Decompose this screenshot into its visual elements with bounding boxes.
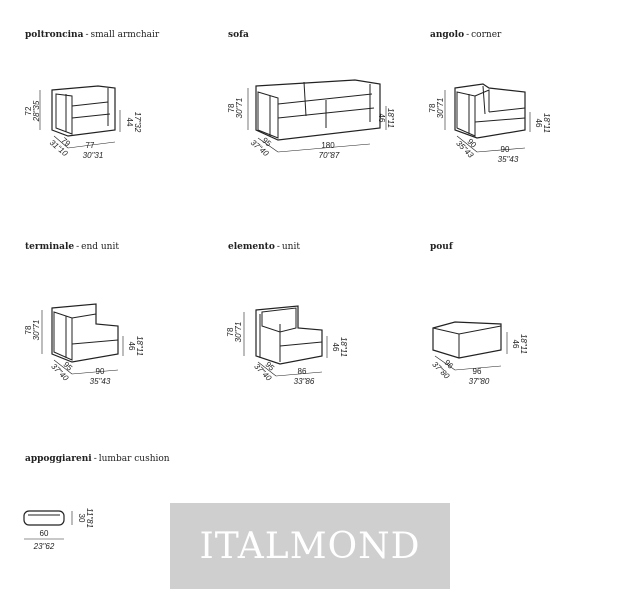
dim-seat-in: 18"11 [339, 337, 348, 357]
dim-height-cm: 78 [226, 327, 235, 336]
dim-height-in: 30"71 [235, 98, 244, 119]
dim-width-cm: 180 [321, 141, 335, 150]
dim-height-in: 30"71 [32, 320, 41, 341]
title-angolo: angolo-corner [430, 30, 502, 40]
dim-width-in: 70"87 [319, 151, 340, 160]
title-terminale: terminale-end unit [25, 242, 119, 252]
dim-width-in: 30"31 [83, 151, 104, 160]
dim-width-cm: 86 [298, 367, 307, 376]
dim-width-cm: 96 [473, 367, 482, 376]
dim-height-cm: 30 [77, 514, 86, 523]
drawing-poltroncina: 72 28"35 44 17"32 79 31"10 77 30"31 [24, 85, 142, 160]
drawing-terminale: 78 30"71 46 18"11 95 37"40 90 35"43 [24, 303, 144, 386]
dim-seat-in: 17"32 [133, 112, 142, 133]
dim-height-in: 28"35 [32, 100, 41, 122]
dim-width-in: 35"43 [90, 377, 111, 386]
dim-width-cm: 90 [501, 145, 510, 154]
dim-height-cm: 78 [227, 103, 236, 112]
title-pouf: pouf [430, 242, 453, 252]
dim-seat-cm: 46 [331, 343, 340, 352]
title-sofa: sofa [228, 30, 249, 40]
dim-seat-in: 18"11 [519, 334, 528, 354]
watermark: ITALMOND [170, 503, 450, 589]
title-appoggiareni: appoggiareni-lumbar cushion [25, 454, 170, 464]
drawing-sofa: 78 30"71 46 18"11 95 37"40 180 70"87 [227, 79, 395, 160]
dim-height-in: 11"81 [85, 508, 94, 528]
dim-width-cm: 77 [86, 141, 95, 150]
dim-width-cm: 90 [96, 367, 105, 376]
dim-seat-cm: 46 [511, 340, 520, 349]
dim-width-in: 35"43 [498, 155, 519, 164]
dim-width-in: 33"86 [294, 377, 315, 386]
dim-seat-in: 18"11 [386, 108, 395, 128]
dim-seat-in: 18"11 [135, 336, 144, 356]
dim-height-in: 30"71 [436, 98, 445, 119]
dim-seat-cm: 46 [534, 119, 543, 128]
dim-height-cm: 78 [24, 325, 33, 334]
title-elemento: elemento-unit [228, 242, 300, 252]
dim-width-in: 23"62 [33, 542, 55, 551]
dim-seat-in: 18"11 [542, 113, 551, 133]
dim-height-in: 30"71 [234, 322, 243, 343]
dim-width-cm: 60 [40, 529, 49, 538]
dim-seat-cm: 46 [127, 342, 136, 351]
dim-width-in: 37"80 [469, 377, 490, 386]
dim-seat-cm: 44 [125, 118, 134, 127]
title-poltroncina: poltroncina-small armchair [25, 30, 160, 40]
watermark-text: ITALMOND [199, 525, 421, 567]
dim-height-cm: 72 [24, 106, 33, 115]
drawing-pouf: 46 18"11 96 37"80 96 37"80 [430, 321, 528, 386]
dim-height-cm: 78 [428, 103, 437, 112]
dim-seat-cm: 46 [377, 114, 386, 123]
drawing-elemento: 78 30"71 46 18"11 95 37"40 86 33"86 [226, 305, 348, 386]
drawing-angolo: 78 30"71 46 18"11 90 35"43 90 35"43 [428, 83, 551, 164]
drawing-appoggiareni: 30 11"81 60 23"62 [23, 508, 94, 551]
